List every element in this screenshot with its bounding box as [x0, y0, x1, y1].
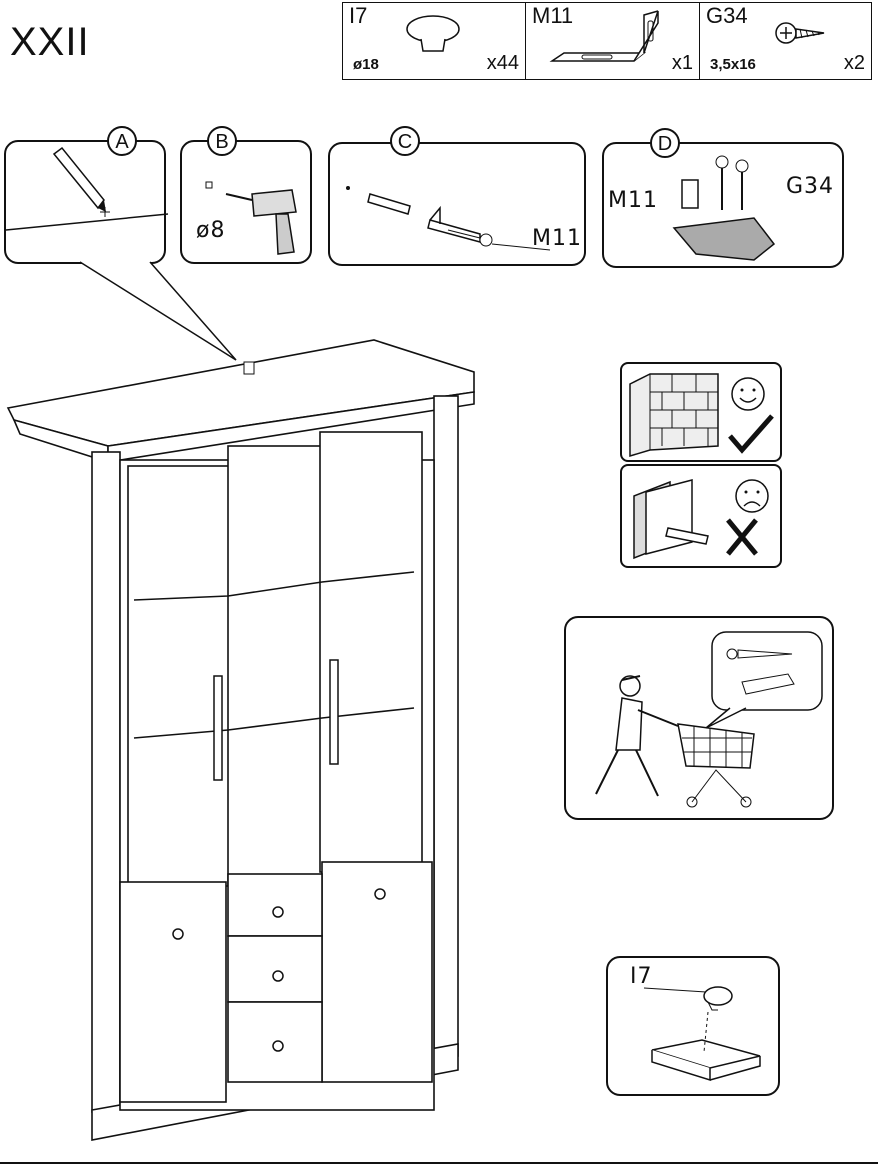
drill-icon — [205, 181, 297, 255]
cap-screw-detail-icon — [643, 986, 761, 1082]
bracket-label: M11 — [532, 226, 582, 251]
part-spec: 3,5x16 — [710, 56, 756, 73]
bracket-label: M11 — [608, 188, 658, 213]
dowel-bracket-icon — [346, 186, 551, 251]
panel-wall-unsuitable — [620, 464, 782, 568]
drill-size: ø8 — [196, 218, 226, 243]
part-qty: x2 — [843, 52, 865, 74]
bracket-top-icon — [672, 155, 776, 261]
panel-c-bracket-fixing: M11 — [328, 142, 586, 266]
cap-icon — [406, 15, 460, 52]
screw-label: G34 — [786, 174, 835, 199]
brick-wall-icon — [629, 373, 719, 458]
badge-b: B — [207, 126, 237, 156]
panel-d-screw-bracket: M11 G34 — [602, 142, 844, 268]
badge-d: D — [650, 128, 680, 158]
checkmark-icon — [728, 414, 774, 454]
part-cell-m11: M11 x1 — [525, 3, 699, 79]
pencil-icon — [5, 146, 169, 231]
plasterboard-icon — [633, 479, 709, 560]
step-number: XXII — [10, 20, 90, 64]
screw-icon — [775, 22, 825, 44]
sad-face-icon — [735, 479, 769, 513]
parts-table: I7 ø18 x44 M11 x1 G34 3,5x16 x2 — [342, 2, 872, 80]
bracket-icon — [549, 10, 659, 62]
panel-a-mark-position — [4, 140, 169, 264]
page-border — [0, 1162, 878, 1164]
speech-bubble — [705, 631, 823, 729]
badge-c: C — [390, 126, 420, 156]
part-cell-i7: I7 ø18 x44 — [343, 3, 525, 79]
panel-b-drill: ø8 — [180, 140, 312, 264]
cross-icon — [726, 518, 758, 556]
shopping-cart-icon — [677, 723, 755, 808]
panel-wall-suitable — [620, 362, 782, 462]
part-spec: ø18 — [353, 56, 379, 73]
part-code: G34 — [706, 3, 748, 28]
part-code: M11 — [532, 3, 574, 28]
part-code: I7 — [349, 3, 368, 28]
smile-icon — [731, 377, 765, 411]
panel-buy-fixings — [564, 616, 834, 820]
part-qty: x1 — [671, 52, 693, 74]
callout-pointer — [79, 261, 237, 361]
part-qty: x44 — [486, 52, 519, 74]
shopping-person-icon — [595, 675, 679, 797]
panel-cap-detail: I7 — [606, 956, 780, 1096]
badge-a: A — [107, 126, 137, 156]
part-cell-g34: G34 3,5x16 x2 — [699, 3, 871, 79]
cap-label: I7 — [630, 964, 653, 989]
